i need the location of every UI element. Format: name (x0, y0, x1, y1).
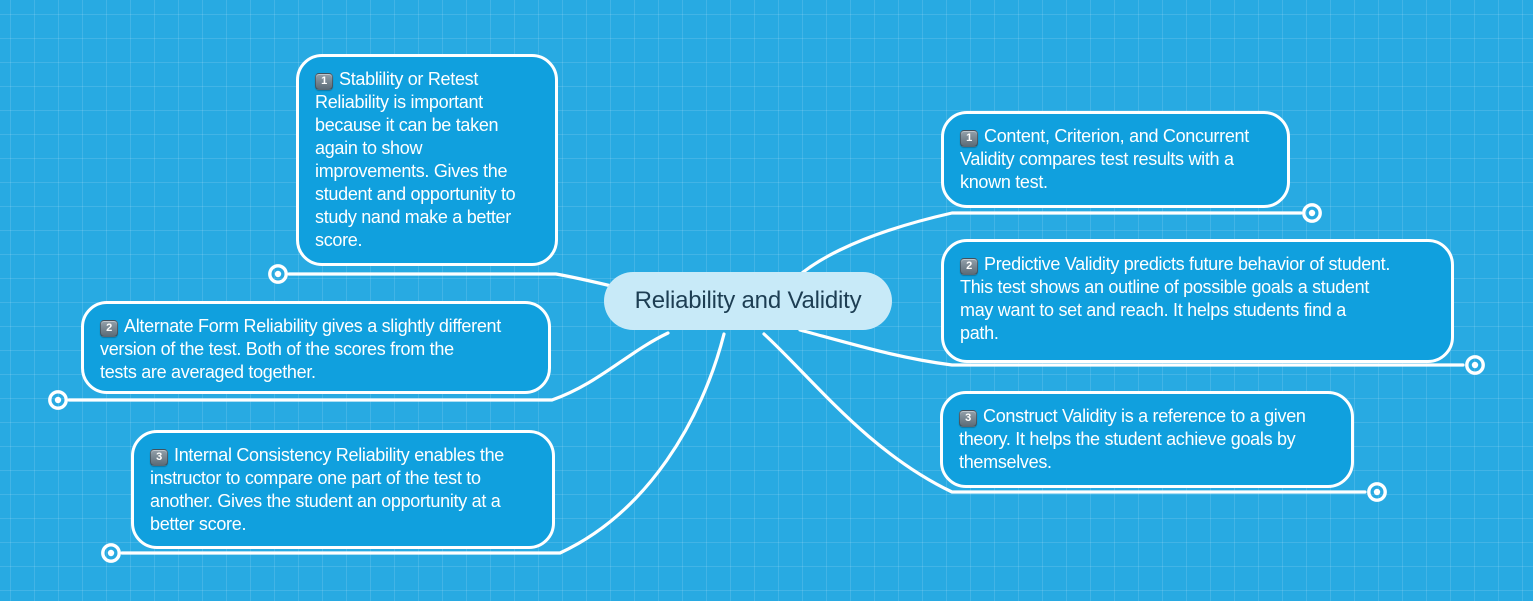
connector-endpoint-right-3[interactable] (1367, 482, 1387, 502)
keycap-3-icon: 3 (959, 410, 977, 427)
connector-endpoint-right-2[interactable] (1465, 355, 1485, 375)
keycap-2-icon: 2 (100, 320, 118, 337)
topic-text: Alternate Form Reliability gives a sligh… (100, 316, 501, 382)
topic-text: Internal Consistency Reliability enables… (150, 445, 504, 534)
keycap-1-icon: 1 (315, 73, 333, 90)
topic-text: Stablility or Retest Reliability is impo… (315, 69, 516, 250)
topic-text: Construct Validity is a reference to a g… (959, 406, 1306, 472)
connector-endpoint-left-1[interactable] (268, 264, 288, 284)
topic-text: Content, Criterion, and Concurrent Valid… (960, 126, 1249, 192)
root-topic-node[interactable]: Reliability and Validity (604, 272, 892, 330)
connector-endpoint-left-2[interactable] (48, 390, 68, 410)
keycap-1-icon: 1 (960, 130, 978, 147)
keycap-3-icon: 3 (150, 449, 168, 466)
connector-endpoint-right-1[interactable] (1302, 203, 1322, 223)
topic-text: Predictive Validity predicts future beha… (960, 254, 1391, 343)
keycap-2-icon: 2 (960, 258, 978, 275)
connector-left-3 (120, 332, 726, 555)
connector-right-3 (762, 332, 1367, 494)
connector-endpoint-left-3[interactable] (101, 543, 121, 563)
root-topic-label: Reliability and Validity (634, 287, 862, 314)
connector-right-2 (798, 328, 1465, 367)
connector-left-2 (67, 331, 670, 402)
